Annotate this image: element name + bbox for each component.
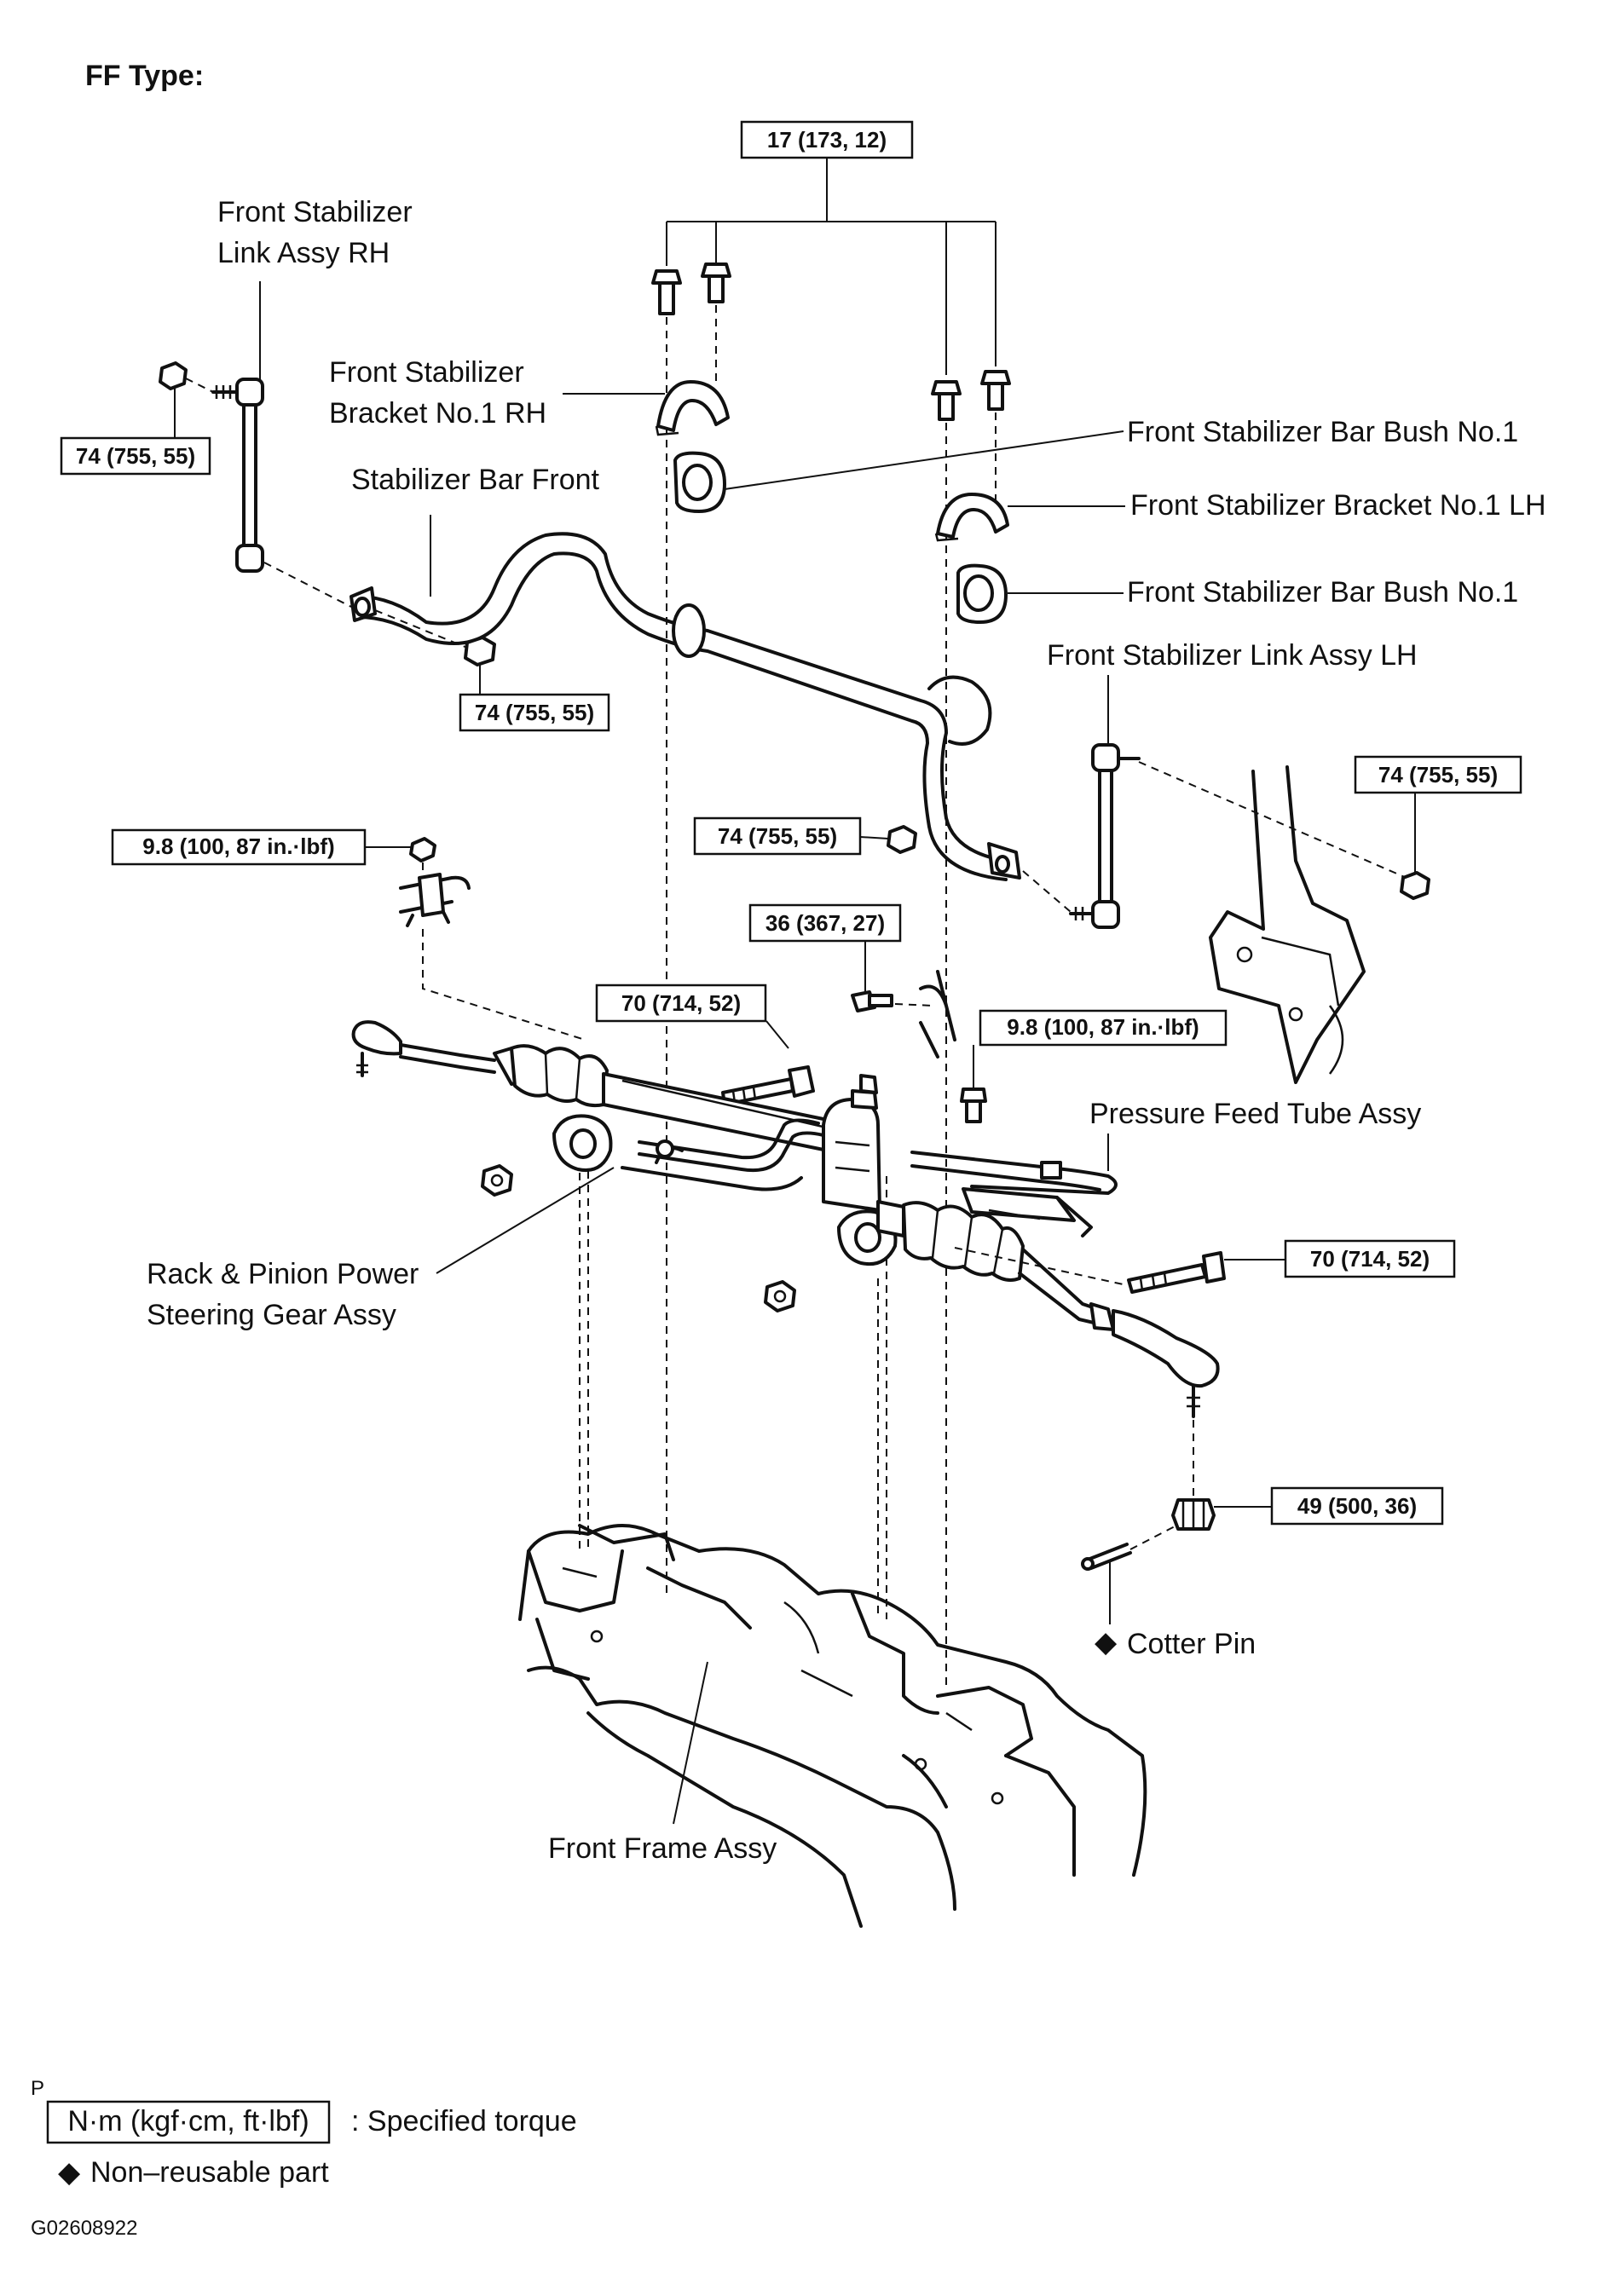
joint-bolt-torque-callout: 36 (367, 27) (748, 903, 902, 993)
gear-mounting-bolt-left (721, 1065, 815, 1106)
gear-mounting-nut-right (764, 1280, 796, 1312)
torque-joint-bolt: 36 (367, 27) (765, 910, 885, 936)
gear-mounting-bolt-right (1127, 1251, 1226, 1294)
pressure-feed-tube-assy (910, 1151, 1118, 1237)
label-bar-bush-upper: Front Stabilizer Bar Bush No.1 (1127, 416, 1518, 448)
gear-mounting-nut-left (481, 1164, 513, 1197)
stabilizer-bracket-rh (655, 380, 730, 436)
torque-clamp-right: 9.8 (100, 87 in.·lbf) (1007, 1014, 1199, 1040)
label-rack-pinion-line2: Steering Gear Assy (147, 1299, 396, 1331)
legend-non-reusable: Non–reusable part (90, 2156, 329, 2189)
tie-rod-end-nut (1171, 1498, 1216, 1531)
cotter-pin-label-group: ◆ Cotter Pin (1095, 1626, 1256, 1660)
label-bracket-lh: Front Stabilizer Bracket No.1 LH (1130, 489, 1546, 522)
legend-marker: P (31, 2077, 44, 2100)
bar-rh-end-nut (464, 636, 496, 666)
torque-link-rh-lower: 74 (755, 55) (475, 700, 594, 725)
torque-gear-bolt-left: 70 (714, 52) (621, 990, 741, 1016)
bar-lh-end-nut (887, 825, 917, 854)
label-link-rh-line2: Link Assy RH (217, 237, 390, 269)
legend: P N·m (kgf·cm, ft·lbf) : Specified torqu… (31, 2077, 577, 2189)
intermediate-shaft-joint-bolt (851, 990, 893, 1012)
front-frame-assy (518, 1524, 1147, 1928)
label-link-lh: Front Stabilizer Link Assy LH (1047, 639, 1418, 672)
torque-tie-rod-nut: 49 (500, 36) (1297, 1493, 1417, 1519)
rack-pinion-steering-gear (351, 1020, 1220, 1418)
hose-clamp-left (399, 873, 471, 927)
bracket-bolt-lh-2 (980, 370, 1011, 411)
gear-bolt-right-torque-callout: 70 (714, 52) (1224, 1239, 1456, 1278)
label-pressure-feed-tube: Pressure Feed Tube Assy (1089, 1098, 1421, 1130)
stabilizer-bracket-lh (934, 493, 1009, 542)
stabilizer-link-rh (211, 378, 264, 573)
label-front-frame: Front Frame Assy (548, 1832, 777, 1865)
label-bracket-rh-line1: Front Stabilizer (329, 356, 524, 389)
clamp-left-torque-callout: 9.8 (100, 87 in.·lbf) (111, 828, 411, 866)
stabilizer-bar-bush-rh (673, 451, 726, 513)
label-bracket-rh-line2: Bracket No.1 RH (329, 397, 546, 430)
legend-specified-torque: : Specified torque (351, 2105, 577, 2137)
link-rh-upper-nut (159, 361, 188, 390)
link-rh-upper-torque-callout: 74 (755, 55) (60, 389, 211, 476)
torque-link-lh-lower: 74 (755, 55) (718, 823, 837, 849)
label-cotter-pin: Cotter Pin (1127, 1628, 1256, 1660)
torque-bracket-bolts: 17 (173, 12) (767, 127, 887, 153)
link-lh-upper-torque-callout: 74 (755, 55) (1354, 755, 1522, 873)
link-lh-upper-nut (1400, 871, 1430, 900)
steering-knuckle-lh (1209, 765, 1366, 1084)
label-bar-bush-lower: Front Stabilizer Bar Bush No.1 (1127, 576, 1518, 609)
stabilizer-bar-bush-lh (956, 563, 1008, 624)
clamp-left-bolt (409, 837, 436, 862)
intermediate-shaft-stub (919, 970, 956, 1059)
cotter-pin (1081, 1543, 1132, 1571)
diagram-title: FF Type: (85, 60, 204, 92)
tie-rod-nut-torque-callout: 49 (500, 36) (1214, 1486, 1444, 1526)
bracket-bolt-lh-1 (931, 380, 962, 421)
label-rack-pinion-line1: Rack & Pinion Power (147, 1258, 419, 1290)
clamp-right-torque-callout: 9.8 (100, 87 in.·lbf) (973, 1009, 1228, 1089)
bracket-bolts-torque-callout: 17 (173, 12) (666, 120, 997, 375)
legend-diamond: ◆ (58, 2156, 81, 2189)
bracket-bolt-rh-2 (701, 262, 731, 303)
gear-bolt-left-torque-callout: 70 (714, 52) (595, 984, 789, 1049)
torque-link-rh-upper: 74 (755, 55) (76, 443, 195, 469)
legend-unit-box: N·m (kgf·cm, ft·lbf) (67, 2105, 309, 2137)
torque-gear-bolt-right: 70 (714, 52) (1310, 1246, 1430, 1272)
link-rh-lower-torque-callout: 74 (755, 55) (459, 665, 610, 732)
diamond-non-reusable-marker: ◆ (1095, 1626, 1118, 1659)
label-stabilizer-bar-front: Stabilizer Bar Front (351, 464, 600, 496)
torque-link-lh-upper: 74 (755, 55) (1378, 762, 1498, 787)
stabilizer-bar-front (350, 532, 1021, 881)
label-link-rh-line1: Front Stabilizer (217, 196, 413, 228)
bracket-bolt-rh-1 (651, 269, 682, 315)
stabilizer-link-lh (1069, 743, 1141, 929)
clamp-right-bolt (960, 1087, 987, 1123)
link-lh-lower-torque-callout: 74 (755, 55) (693, 816, 889, 856)
figure-code: G02608922 (31, 2217, 137, 2240)
torque-clamp-left: 9.8 (100, 87 in.·lbf) (142, 834, 334, 859)
